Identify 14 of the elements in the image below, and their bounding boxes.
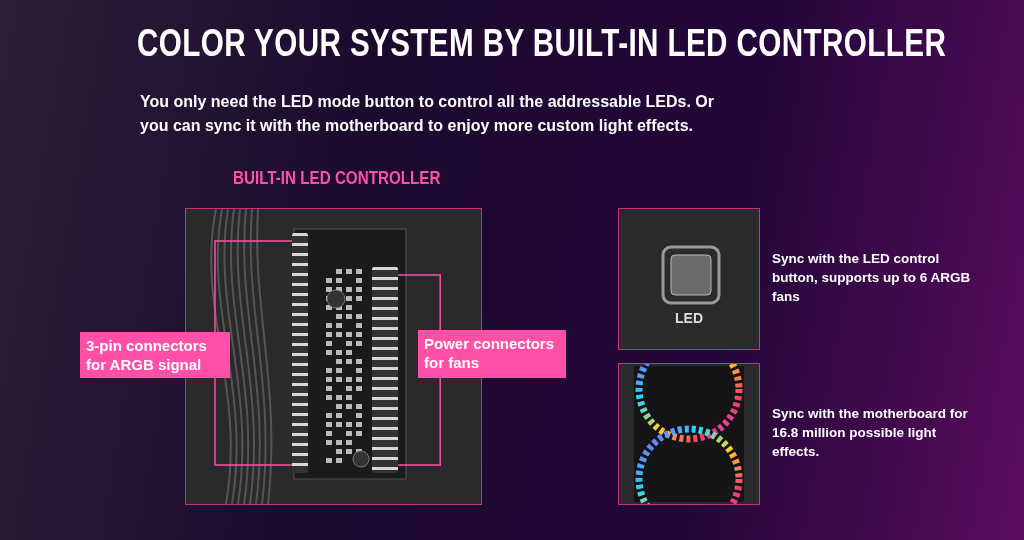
callout-label: Power connectors for fans — [418, 330, 566, 378]
intro-text: You only need the LED mode button to control all the addressable LEDs. Or you can sync it with the motherboard to enjoy more custom light effects. — [140, 92, 715, 136]
leader-line — [214, 240, 293, 333]
leader-line — [397, 274, 441, 331]
button-label: LED — [675, 310, 703, 326]
page-title: COLOR YOUR SYSTEM BY BUILT-IN LED CONTROLLER — [137, 22, 947, 65]
leader-line — [214, 377, 293, 466]
pin-header-column — [292, 233, 308, 473]
pin-header-column — [372, 267, 398, 473]
leader-line — [397, 377, 441, 466]
callout-label: 3-pin connectors for ARGB signal — [80, 332, 230, 378]
section-heading: BUILT-IN LED CONTROLLER — [233, 167, 441, 189]
feature-description: Sync with the LED control button, supports up to 6 ARGB fans — [772, 250, 972, 306]
feature-description: Sync with the motherboard for 16.8 million possible light effects. — [772, 405, 969, 461]
